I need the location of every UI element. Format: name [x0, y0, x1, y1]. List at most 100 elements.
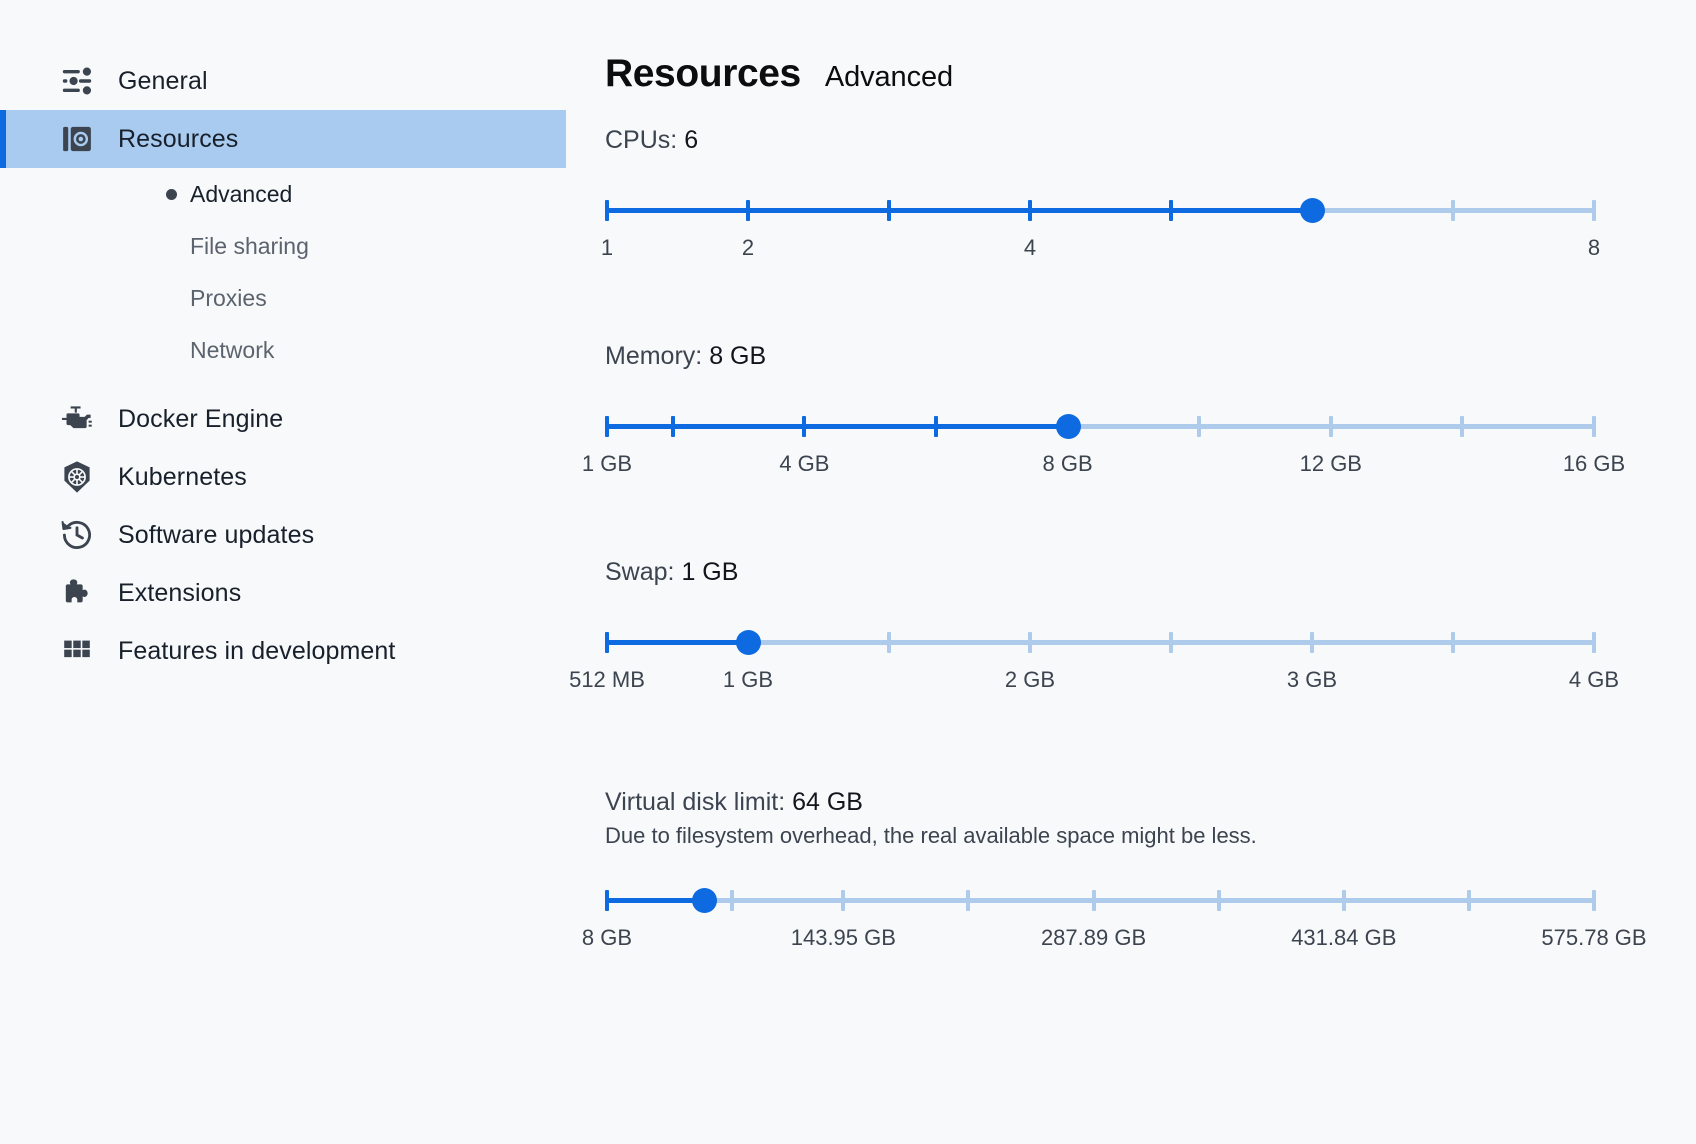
sidebar-subitem-label: Advanced	[190, 180, 293, 207]
slider-track[interactable]	[607, 640, 1594, 645]
slider-label-prefix: CPUs:	[605, 126, 685, 154]
slider-label-swap: Swap: 1 GB	[605, 558, 1656, 587]
sidebar-item-resources[interactable]: Resources	[0, 110, 566, 168]
sidebar-item-label: Kubernetes	[118, 462, 247, 491]
sidebar-subitem-file-sharing[interactable]: File sharing	[0, 220, 566, 272]
slider-tick-label: 2 GB	[1004, 667, 1056, 692]
puzzle-piece-icon	[56, 572, 98, 614]
slider-tick	[887, 200, 891, 221]
slider-label-prefix: Swap:	[605, 558, 682, 586]
slider-label-cpus: CPUs: 6	[605, 126, 1656, 155]
sidebar-subitem-label: Network	[190, 336, 275, 363]
sidebar-subitem-label: Proxies	[190, 284, 267, 311]
resources-disk-icon	[56, 118, 98, 160]
slider-tick	[1197, 416, 1202, 437]
slider-tick-label: 575.78 GB	[1541, 925, 1647, 950]
slider-tick-label: 12 GB	[1299, 451, 1362, 476]
slider-block-virtual-disk-limit: Virtual disk limit: 64 GB Due to filesyst…	[582, 788, 1656, 959]
slider-label-memory: Memory: 8 GB	[605, 342, 1656, 371]
slider-tick-label: 512 MB	[569, 667, 645, 692]
slider-tick	[605, 890, 609, 911]
slider-tick-label: 4	[1023, 235, 1037, 260]
slider-tick	[966, 890, 971, 911]
sidebar-subitem-network[interactable]: Network	[0, 324, 566, 376]
slider-track[interactable]	[607, 424, 1594, 429]
slider-tick	[1169, 632, 1173, 653]
sidebar-item-docker-engine[interactable]: Docker Engine	[0, 390, 566, 448]
slider-tick	[841, 890, 846, 911]
slider-tick-label: 1 GB	[581, 451, 633, 476]
slider-spacer	[605, 494, 1656, 558]
slider-tick	[887, 632, 891, 653]
slider-tick	[1592, 632, 1596, 653]
slider-fill	[607, 898, 705, 903]
slider-note-virtual-disk-limit: Due to filesystem overhead, the real ava…	[605, 823, 1257, 848]
slider-tick	[1169, 200, 1173, 221]
slider-label-virtual-disk-limit: Virtual disk limit: 64 GB	[605, 788, 1656, 817]
slider-cpus[interactable]	[605, 193, 1596, 227]
sidebar-item-label: Software updates	[118, 520, 315, 549]
slider-tick	[605, 416, 609, 437]
sidebar-subitem-proxies[interactable]: Proxies	[0, 272, 566, 324]
slider-track[interactable]	[607, 898, 1594, 903]
sidebar-item-label: Resources	[118, 124, 239, 153]
slider-tick	[934, 416, 938, 437]
history-clock-icon	[56, 514, 98, 556]
sidebar-item-label: General	[118, 66, 208, 95]
slider-tick	[730, 890, 735, 911]
sidebar-item-software-updates[interactable]: Software updates	[0, 506, 566, 564]
sidebar-item-label: Features in development	[118, 636, 396, 665]
sidebar-subitem-advanced[interactable]: Advanced	[0, 168, 566, 220]
slider-tick	[1028, 632, 1032, 653]
slider-memory[interactable]	[605, 409, 1596, 443]
sidebar-item-features-in-development[interactable]: Features in development	[0, 622, 566, 680]
slider-tick-label: 431.84 GB	[1291, 925, 1397, 950]
slider-virtual-disk-limit[interactable]	[605, 883, 1596, 917]
sidebar-item-label: Docker Engine	[118, 404, 284, 433]
slider-fill	[607, 208, 1312, 213]
slider-spacer	[605, 710, 1656, 788]
slider-tick-label: 4 GB	[779, 451, 830, 476]
slider-value-swap: 1 GB	[681, 558, 739, 586]
slider-tick	[670, 416, 675, 437]
slider-tick-label: 8 GB	[1042, 451, 1093, 476]
slider-thumb-virtual-disk-limit[interactable]	[692, 888, 718, 913]
slider-tick-label: 8 GB	[581, 925, 633, 950]
slider-tick	[746, 200, 750, 221]
sidebar-item-extensions[interactable]: Extensions	[0, 564, 566, 622]
slider-tick	[1451, 200, 1455, 221]
sidebar-item-kubernetes[interactable]: Kubernetes	[0, 448, 566, 506]
slider-tick-label: 2	[741, 235, 755, 260]
sidebar-item-general[interactable]: General	[0, 52, 566, 110]
slider-tick-label: 3 GB	[1286, 667, 1338, 692]
slider-value-cpus: 6	[684, 126, 699, 154]
slider-spacer	[605, 278, 1656, 342]
slider-thumb-memory[interactable]	[1055, 414, 1081, 439]
slider-tick	[1460, 416, 1465, 437]
slider-fill	[607, 424, 1068, 429]
slider-tick	[605, 200, 609, 221]
slider-thumb-swap[interactable]	[736, 630, 761, 655]
slider-fill	[607, 640, 748, 645]
slider-value-virtual-disk-limit: 64 GB	[792, 788, 863, 816]
slider-tick	[1592, 890, 1596, 911]
slider-thumb-cpus[interactable]	[1300, 198, 1325, 223]
slider-swap[interactable]	[605, 625, 1596, 659]
kubernetes-helm-icon	[56, 456, 98, 498]
page-header: Resources Advanced	[605, 52, 1656, 96]
slider-tick-label: 8	[1587, 235, 1601, 260]
sidebar-subitem-label: File sharing	[190, 232, 309, 259]
slider-tick	[1310, 632, 1314, 653]
slider-value-memory: 8 GB	[709, 342, 767, 370]
slider-label-prefix: Virtual disk limit:	[605, 788, 793, 816]
slider-tick	[1028, 200, 1032, 221]
slider-tick-label: 1 GB	[722, 667, 774, 692]
